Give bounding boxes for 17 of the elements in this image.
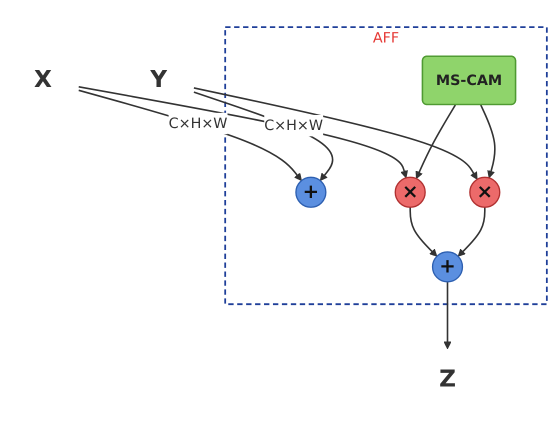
arrow [194,86,478,180]
arrow [444,281,452,349]
arrow [409,206,438,256]
arrow [194,91,334,181]
arrow [480,104,496,178]
edge-label: C×H×W [264,116,324,134]
node-circle: × [394,176,426,208]
node-text: Z [439,366,456,392]
node-text: X [34,66,52,93]
arrow [458,206,486,256]
edge-label: C×H×W [168,114,228,132]
node-text: Y [150,66,168,93]
node-circle: × [469,176,500,208]
node-circle: + [295,176,326,208]
node-circle: + [432,250,464,282]
arrow [78,89,302,181]
arrow [416,104,456,179]
